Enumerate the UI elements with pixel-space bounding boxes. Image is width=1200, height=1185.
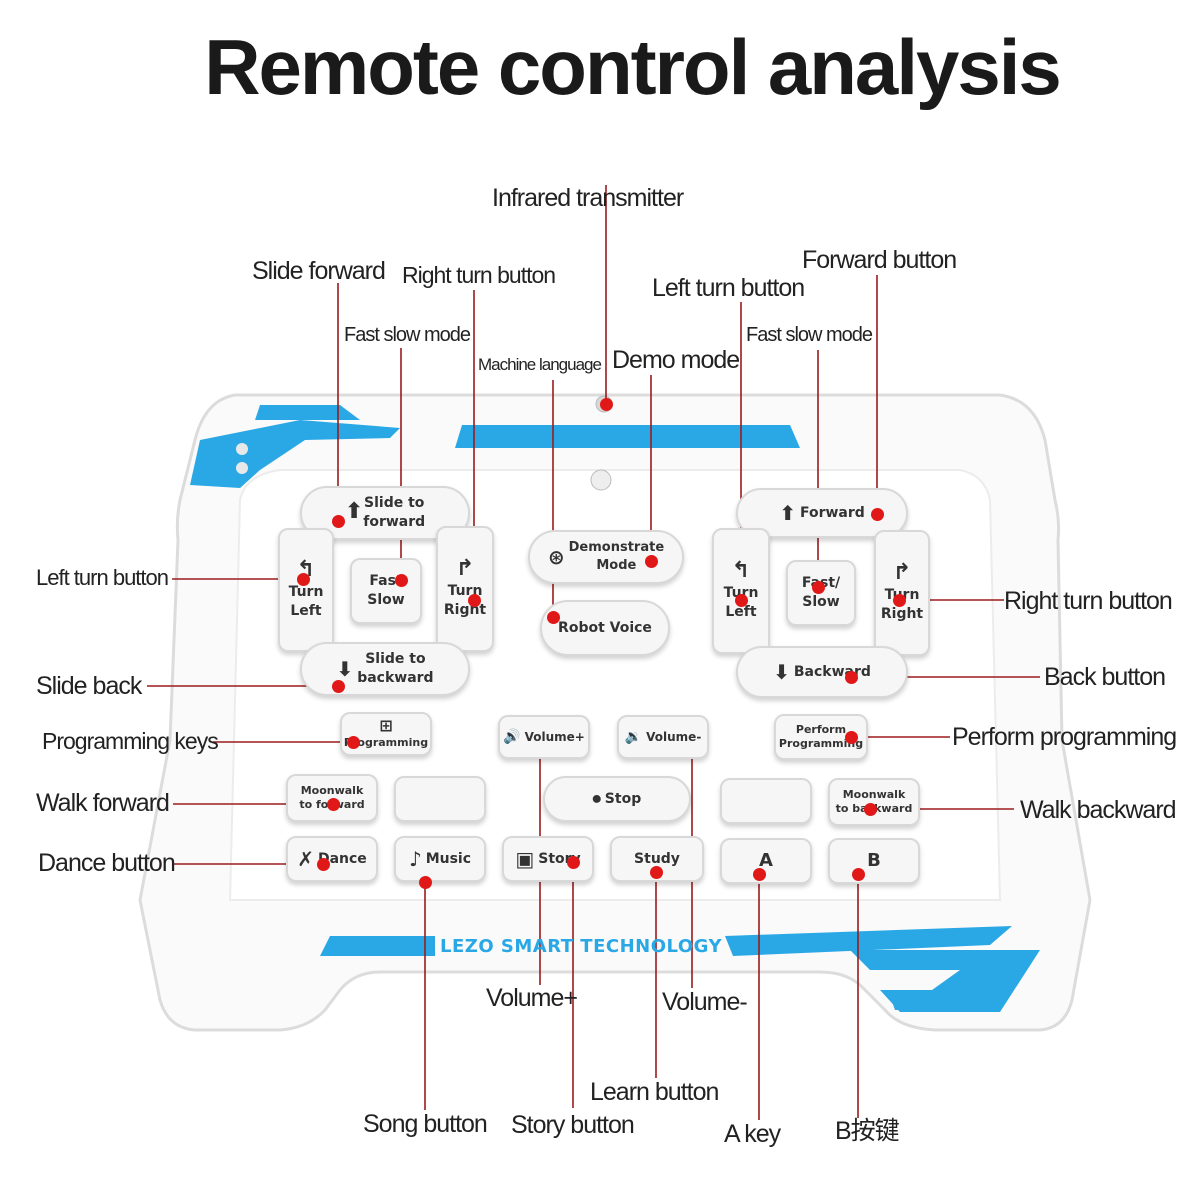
a-button[interactable]: A [720, 838, 812, 884]
label-dance-button: Dance button [38, 849, 176, 877]
arrow-down-icon: ⬇ [773, 660, 790, 684]
turn-left-icon: ↰ [731, 558, 751, 584]
label-right-turn-button-side: Right turn button [1004, 587, 1173, 615]
turn-right-button-left[interactable]: ↱Turn Right [436, 526, 494, 652]
label-left-turn-button-side: Left turn button [36, 565, 169, 590]
callout-dot [650, 866, 663, 879]
label-volume-minus: Volume- [662, 988, 748, 1016]
label-forward-button: Forward button [802, 246, 957, 274]
callout-dot [395, 574, 408, 587]
accent-bottom-right-2 [888, 990, 1005, 1010]
label-fast-slow-mode-left: Fast slow mode [344, 324, 471, 346]
book-icon: ▣ [515, 847, 535, 871]
demo-icon: ⊛ [547, 545, 565, 569]
turn-right-icon: ↱ [892, 560, 912, 586]
label-learn-button: Learn button [590, 1078, 719, 1106]
callout-dot [600, 398, 613, 411]
label-right-turn-button-top: Right turn button [402, 262, 556, 288]
callout-dot [317, 858, 330, 871]
label-perform-programming: Perform programming [952, 723, 1177, 751]
label-infrared-transmitter: Infrared transmitter [492, 184, 684, 212]
callout-dot [753, 868, 766, 881]
demonstrate-mode-button[interactable]: ⊛Demonstrate Mode [528, 530, 684, 584]
label-story-button: Story button [511, 1111, 635, 1139]
callout-dot [852, 868, 865, 881]
accent-top-left [255, 405, 360, 420]
callout-dot [332, 515, 345, 528]
label-left-turn-button-top: Left turn button [652, 274, 805, 302]
indicator-dot [236, 443, 248, 455]
blank-button-right[interactable] [720, 778, 812, 824]
music-icon: ♪ [408, 847, 422, 871]
blank-button-left[interactable] [394, 776, 486, 822]
backward-button[interactable]: ⬇Backward [736, 646, 908, 698]
label-walk-backward: Walk backward [1020, 796, 1177, 824]
label-b-key: B按键 [835, 1117, 900, 1145]
label-walk-forward: Walk forward [36, 789, 170, 817]
stop-button[interactable]: ⏺Stop [543, 776, 691, 822]
callout-dot [845, 671, 858, 684]
callout-dot [812, 581, 825, 594]
label-a-key: A key [724, 1120, 781, 1148]
callout-dot [567, 856, 580, 869]
page-title: Remote control analysis [204, 23, 1062, 111]
volume-minus-button[interactable]: 🔉Volume- [617, 715, 709, 759]
windows-icon: ⊞ [379, 715, 393, 735]
turn-right-button-right[interactable]: ↱Turn Right [874, 530, 930, 656]
volume-up-icon: 🔊 [503, 729, 521, 745]
turn-right-icon: ↱ [455, 556, 475, 582]
dance-button[interactable]: ✗Dance [286, 836, 378, 882]
turn-left-button-left[interactable]: ↰Turn Left [278, 528, 334, 652]
moonwalk-backward-button[interactable]: Moonwalk to backward [828, 778, 920, 826]
callout-dot [297, 573, 310, 586]
callout-dot [845, 731, 858, 744]
turn-left-button-right[interactable]: ↰Turn Left [712, 528, 770, 654]
callout-dot [327, 798, 340, 811]
callout-dot [419, 876, 432, 889]
callout-dot [547, 611, 560, 624]
programming-button[interactable]: ⊞Programming [340, 712, 432, 756]
volume-down-icon: 🔉 [624, 729, 643, 745]
indicator-dot [236, 462, 248, 474]
brand-text: LEZO SMART TECHNOLOGY [440, 936, 723, 957]
arrow-up-icon: ⬆ [344, 499, 364, 524]
callout-dot [645, 555, 658, 568]
b-button[interactable]: B [828, 838, 920, 884]
label-slide-forward: Slide forward [252, 257, 386, 285]
accent-bottom-center [320, 936, 435, 956]
callout-dot [864, 803, 877, 816]
accent-top-center [455, 425, 800, 448]
arrow-down-icon: ⬇ [336, 657, 354, 681]
accent-bottom-bar [725, 926, 1012, 956]
label-back-button: Back button [1044, 663, 1166, 691]
callout-dot [332, 680, 345, 693]
label-song-button: Song button [363, 1110, 488, 1138]
arrow-up-icon: ⬆ [779, 501, 796, 525]
sensor-lens [590, 469, 612, 491]
slide-to-backward-button[interactable]: ⬇Slide to backward [300, 642, 470, 696]
callout-dot [735, 594, 748, 607]
label-slide-back: Slide back [36, 672, 142, 700]
label-fast-slow-mode-right: Fast slow mode [746, 324, 873, 346]
story-button[interactable]: ▣Story [502, 836, 594, 882]
volume-plus-button[interactable]: 🔊Volume+ [498, 715, 590, 759]
callout-dot [468, 594, 481, 607]
dance-icon: ✗ [297, 847, 314, 871]
label-volume-plus: Volume+ [486, 984, 578, 1012]
music-button[interactable]: ♪Music [394, 836, 486, 882]
callout-dot [347, 736, 360, 749]
fast-slow-button-left[interactable]: Fast Slow [350, 558, 422, 624]
label-demo-mode: Demo mode [612, 346, 740, 374]
callout-dot [871, 508, 884, 521]
callout-dot [893, 594, 906, 607]
label-programming-keys: Programming keys [42, 728, 219, 754]
label-machine-language: Machine language [478, 355, 602, 374]
stop-icon: ⏺ [592, 789, 601, 808]
robot-voice-button[interactable]: Robot Voice [540, 600, 670, 656]
